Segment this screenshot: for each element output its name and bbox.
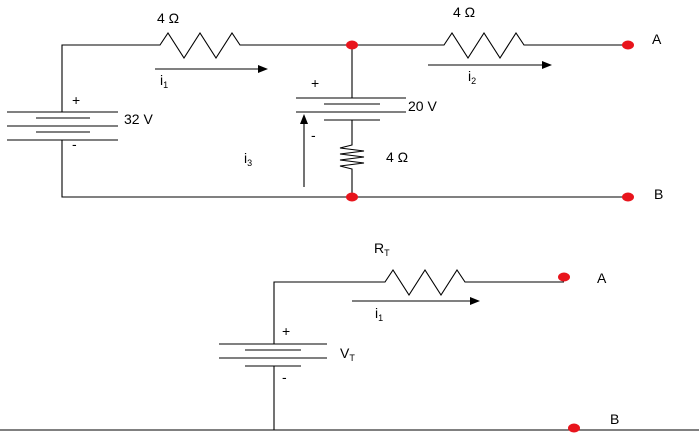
label-c2-terminal-a: A [597,270,607,286]
label-terminal-b: B [654,186,663,202]
node-top-junction [346,40,358,50]
label-r-left: 4 Ω [157,10,179,26]
wire-c2-top [273,281,373,344]
label-r-bottom: 4 Ω [386,149,408,165]
node-bottom-junction [346,192,358,202]
terminal-c2-b-node [568,423,580,433]
label-20v-plus: + [311,75,319,91]
circuit-2: RT VT + - i1 A B [0,240,699,433]
label-terminal-a: A [652,31,662,47]
circuit-1: 4 Ω 4 Ω 4 Ω + - 32 V + - 20 V i1 i2 i3 A… [7,4,663,202]
battery-20v [296,97,406,121]
arrow-i2 [428,61,552,69]
label-c2-minus: - [282,369,287,385]
resistor-4ohm-right [432,31,528,60]
label-i1: i1 [160,72,168,90]
label-r-right: 4 Ω [453,4,475,20]
arrow-c2-i1 [352,297,480,305]
label-20v-value: 20 V [408,98,437,114]
arrow-i3 [300,114,308,187]
label-32v-minus: - [72,136,77,152]
label-c2-plus: + [282,323,290,339]
battery-32v [7,111,118,141]
label-rt: RT [374,240,390,258]
label-32v-value: 32 V [124,111,153,127]
label-i3: i3 [244,150,252,168]
resistor-rt [373,268,469,297]
wire-bottom [61,140,628,198]
terminal-a-node [622,40,634,50]
label-c2-terminal-b: B [610,411,619,427]
resistor-4ohm-left [148,31,244,60]
label-c2-i1: i1 [375,305,383,323]
terminal-b-node [622,192,634,202]
wire-top-left [61,44,148,112]
terminal-c2-a-node [558,272,570,282]
label-i2: i2 [468,68,476,86]
resistor-4ohm-vertical [339,142,365,170]
label-20v-minus: - [311,127,316,143]
arrow-i1 [155,65,268,73]
label-vt: VT [340,345,355,363]
battery-vt [219,343,327,367]
label-32v-plus: + [72,92,80,108]
